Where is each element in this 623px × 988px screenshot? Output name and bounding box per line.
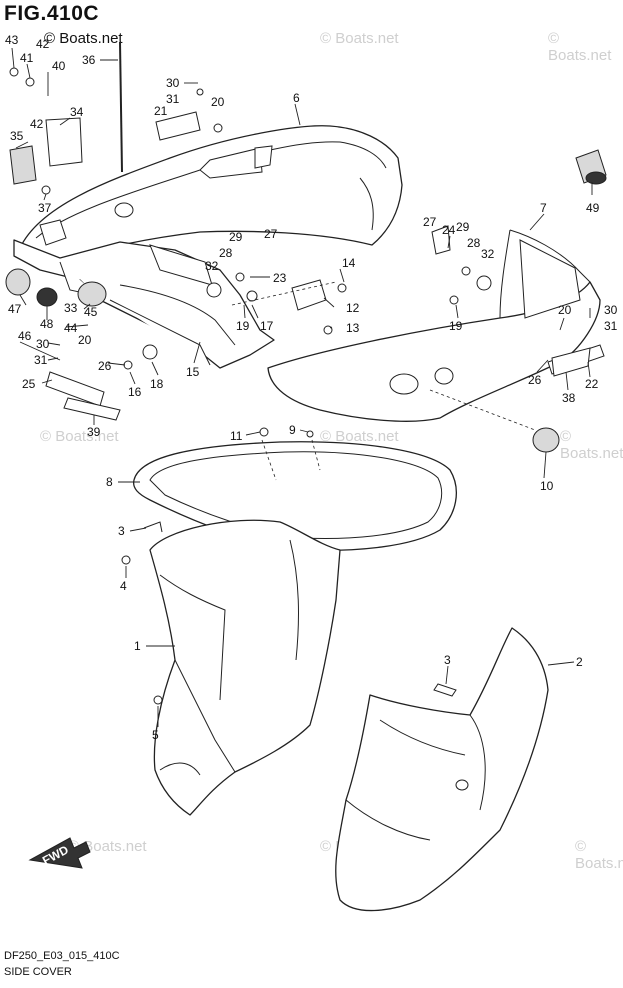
callout-16: 16 (128, 385, 142, 399)
figure-title: FIG.410C (4, 2, 100, 25)
callout-25: 25 (22, 377, 36, 391)
callout-40: 40 (52, 59, 66, 73)
rear-right-cover-part-7 (267, 229, 601, 422)
callout-23: 23 (273, 271, 287, 285)
callout-34: 34 (70, 105, 84, 119)
callout-33: 33 (64, 301, 78, 315)
small-parts (5, 41, 607, 705)
callout-31: 31 (166, 92, 180, 106)
callout-14: 14 (342, 256, 356, 270)
callout-41: 41 (20, 51, 34, 65)
callout-6: 6 (293, 91, 300, 105)
callout-8: 8 (106, 475, 113, 489)
callout-19: 19 (236, 319, 250, 333)
callout-42: 42 (36, 37, 50, 51)
callout-3: 3 (444, 653, 451, 667)
callout-32: 32 (481, 247, 495, 261)
callout-31: 31 (34, 353, 48, 367)
callout-2: 2 (576, 655, 583, 669)
side-panel-right-part-2 (335, 627, 549, 912)
callout-10: 10 (540, 479, 554, 493)
callout-32: 32 (205, 259, 219, 273)
callout-1: 1 (134, 639, 141, 653)
callout-numbers: 43 41 42 40 42 34 35 37 36 30 31 20 21 6… (5, 33, 618, 742)
callout-26: 26 (98, 359, 112, 373)
callout-48: 48 (40, 317, 54, 331)
callout-20: 20 (211, 95, 225, 109)
callout-24: 24 (442, 223, 456, 237)
callout-3: 3 (118, 524, 125, 538)
apron-part-15 (13, 239, 275, 369)
callout-47: 47 (8, 302, 22, 316)
callout-28: 28 (467, 236, 481, 250)
callout-36: 36 (82, 53, 96, 67)
watermark-faint: © Boats.net (320, 428, 399, 445)
callout-19: 19 (449, 319, 463, 333)
callout-13: 13 (346, 321, 360, 335)
callout-15: 15 (186, 365, 200, 379)
callout-29: 29 (456, 220, 470, 234)
callout-30: 30 (166, 76, 180, 90)
callout-44: 44 (64, 321, 78, 335)
callout-4: 4 (120, 579, 127, 593)
callout-30: 30 (604, 303, 618, 317)
callout-18: 18 (150, 377, 164, 391)
fwd-arrow: FWD (28, 837, 91, 869)
callout-49: 49 (586, 201, 600, 215)
side-panel-left-part-1 (149, 519, 341, 816)
callout-21: 21 (154, 104, 168, 118)
callout-26: 26 (528, 373, 542, 387)
leader-lines (11, 47, 593, 727)
callout-7: 7 (540, 201, 547, 215)
watermark-faint: © Boats.net (40, 428, 119, 445)
watermark-faint: © Boats.net (320, 30, 399, 47)
callout-35: 35 (10, 129, 24, 143)
watermark-main: © Boats.net (44, 30, 123, 47)
callout-38: 38 (562, 391, 576, 405)
diagram-caption: SIDE COVER (4, 966, 72, 978)
callout-43: 43 (5, 33, 19, 47)
callout-11: 11 (230, 429, 243, 443)
callout-20: 20 (78, 333, 92, 347)
callout-29: 29 (229, 230, 243, 244)
callout-42: 42 (30, 117, 44, 131)
callout-31: 31 (604, 319, 618, 333)
watermark-faint: © Boats.net (575, 838, 623, 872)
diagram-code: DF250_E03_015_410C (4, 950, 120, 962)
callout-28: 28 (219, 246, 233, 260)
callout-17: 17 (260, 319, 274, 333)
callout-9: 9 (289, 423, 296, 437)
upper-cover-part-6 (19, 125, 403, 263)
callout-22: 22 (585, 377, 599, 391)
callout-37: 37 (38, 201, 52, 215)
dashed-guides (231, 281, 536, 481)
callout-46: 46 (18, 329, 32, 343)
callout-27: 27 (423, 215, 437, 229)
callout-45: 45 (84, 305, 98, 319)
watermark-faint: © Boats.net (560, 428, 623, 462)
callout-39: 39 (87, 425, 101, 439)
callout-12: 12 (346, 301, 360, 315)
watermark-faint: © Boats.net (548, 30, 612, 64)
callout-30: 30 (36, 337, 50, 351)
callout-27: 27 (264, 227, 278, 241)
callout-20: 20 (558, 303, 572, 317)
callout-5: 5 (152, 728, 159, 742)
